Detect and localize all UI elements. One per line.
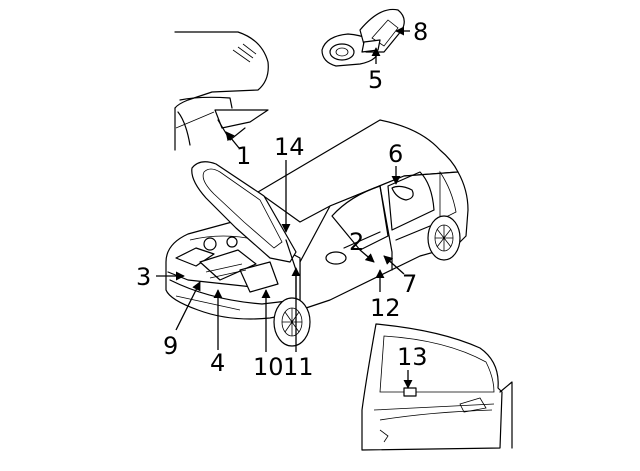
callout-8: 8 [413, 18, 428, 46]
callout-4: 4 [210, 349, 225, 377]
rear-wheel [427, 215, 461, 261]
leader-1 [225, 131, 240, 149]
leader-lines [156, 26, 413, 389]
door-inset [361, 323, 513, 451]
leader-9 [175, 281, 201, 331]
callout-5: 5 [368, 66, 383, 94]
leader-7 [383, 255, 405, 275]
callout-6: 6 [388, 140, 403, 168]
callout-3: 3 [136, 263, 151, 291]
callout-9: 9 [163, 332, 178, 360]
callout-12: 12 [370, 294, 401, 322]
callout-7: 7 [402, 270, 417, 298]
car-body [165, 119, 469, 347]
fuel-flap-inset [321, 8, 405, 67]
leader-2 [359, 249, 375, 263]
callout-2: 2 [349, 228, 364, 256]
callout-10: 10 [253, 353, 284, 381]
callout-11: 11 [283, 353, 314, 381]
hood-release-inset [174, 31, 269, 151]
callout-labels: 1 2 3 4 5 6 7 8 9 10 11 12 13 14 [136, 18, 428, 381]
callout-14: 14 [274, 133, 305, 161]
callout-1: 1 [236, 142, 251, 170]
callout-13: 13 [397, 343, 428, 371]
front-wheel [273, 297, 311, 347]
